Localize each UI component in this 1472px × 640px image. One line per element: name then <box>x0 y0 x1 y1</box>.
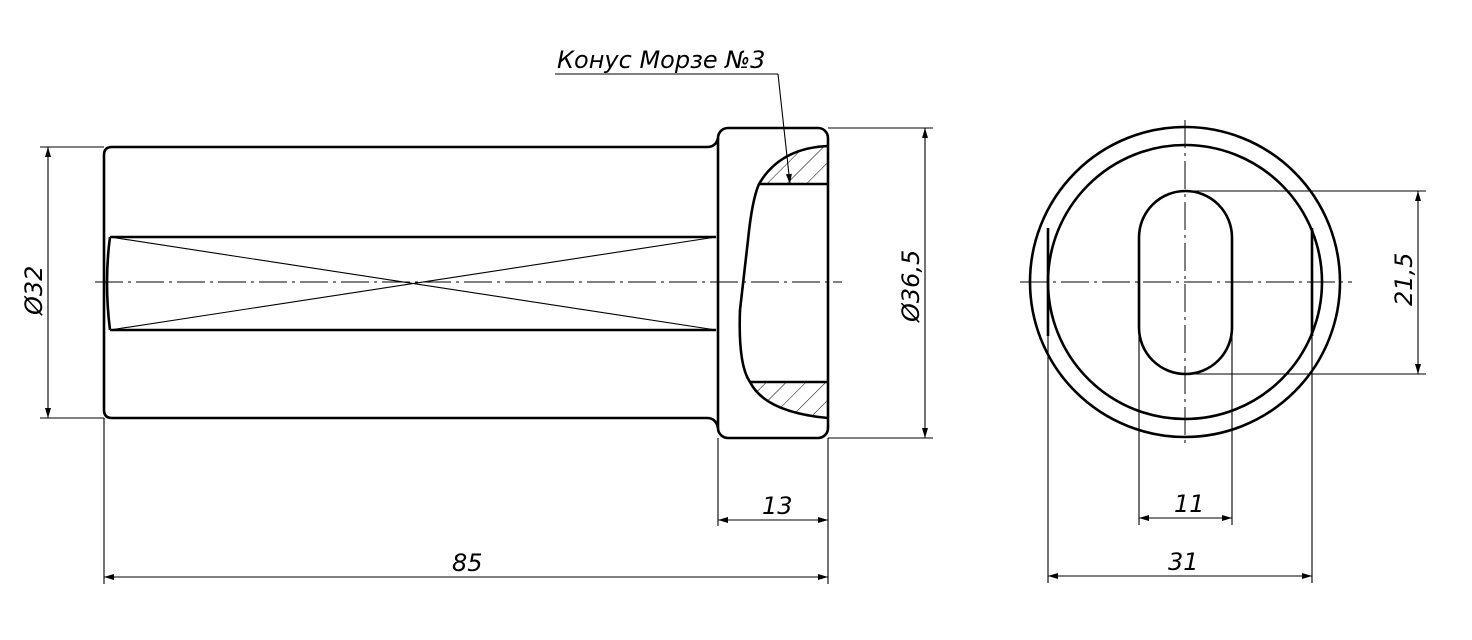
flat-lines <box>105 235 716 332</box>
side-view: 21,5 11 31 <box>1020 120 1426 583</box>
dim-head-diameter: Ø36,5 <box>897 250 925 323</box>
morse-cone-profile <box>738 144 829 420</box>
dim-slot-length: 21,5 <box>1390 253 1418 306</box>
cone-section-lines <box>750 182 828 384</box>
dim-flat-width: 31 <box>1168 548 1199 576</box>
ext-lines-11 <box>1138 282 1233 525</box>
front-view: Конус Морзе №3 Ø32 Ø36,5 13 85 <box>20 46 933 584</box>
shank-outline <box>102 145 720 429</box>
ext-lines-length <box>103 418 829 584</box>
head-outline <box>716 126 830 440</box>
leader-label: Конус Морзе №3 <box>557 46 765 74</box>
section-hatch-top <box>759 146 828 184</box>
neck-fillet <box>706 137 720 149</box>
leader-line <box>777 73 792 185</box>
section-hatch-bottom <box>750 382 828 418</box>
ext-lines-215 <box>1185 190 1426 375</box>
dim-total-length: 85 <box>452 549 483 577</box>
flat-cross <box>109 236 717 331</box>
dim-head-length: 13 <box>762 492 793 520</box>
ext-lines-d365 <box>828 127 933 439</box>
dim-slot-width: 11 <box>1174 490 1205 518</box>
dim-body-diameter: Ø32 <box>20 266 48 316</box>
ext-lines-d32 <box>40 146 104 419</box>
ext-lines-31 <box>1047 336 1313 583</box>
